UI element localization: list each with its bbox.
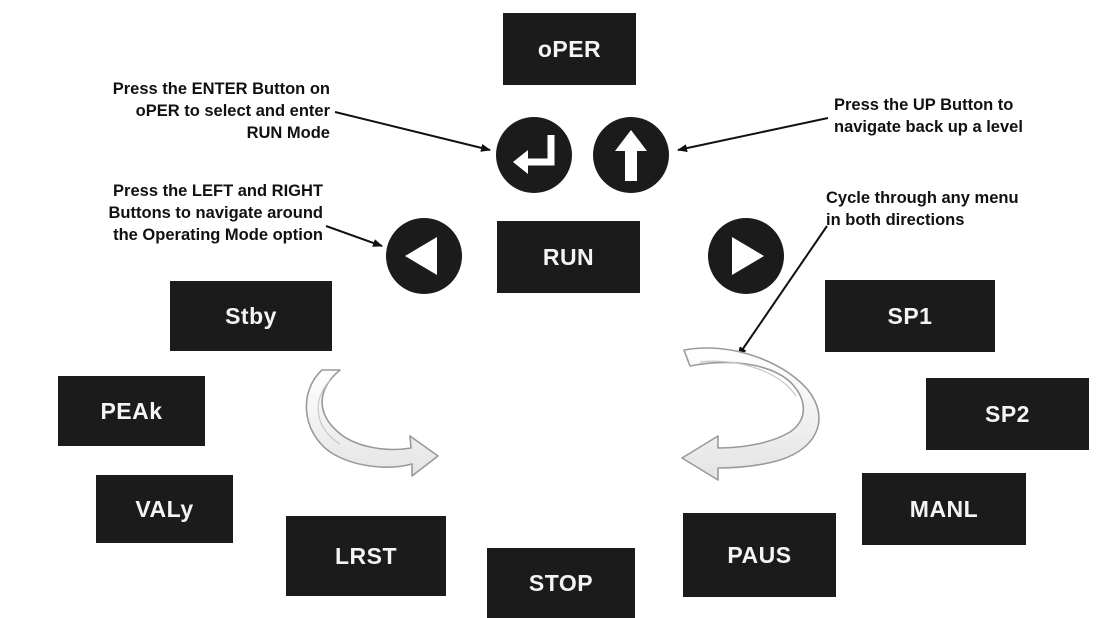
- enter-annotation: Press the ENTER Button on oPER to select…: [0, 78, 330, 144]
- left-right-annotation: Press the LEFT and RIGHT Buttons to navi…: [0, 180, 324, 246]
- enter-icon[interactable]: [496, 117, 572, 193]
- left-right-annotation-line: Buttons to navigate around: [108, 204, 324, 222]
- mode-oper: oPER: [503, 13, 636, 85]
- cycle-pointer-line: [737, 225, 828, 357]
- mode-manl: MANL: [862, 473, 1026, 545]
- mode-paus: PAUS: [683, 513, 836, 597]
- enter-annotation-line: RUN Mode: [246, 124, 330, 142]
- mode-lrst: LRST: [286, 516, 446, 596]
- cycle-arrow-left-icon: [305, 369, 439, 477]
- cycle-annotation-line: in both directions: [826, 211, 965, 229]
- mode-sp2: SP2: [926, 378, 1089, 450]
- enter-annotation-line: Press the ENTER Button on: [112, 80, 330, 98]
- cycle-arrow-right-icon: [681, 347, 820, 481]
- left-right-annotation-line: the Operating Mode option: [113, 226, 323, 244]
- left-arrow-icon[interactable]: [386, 218, 462, 294]
- mode-paus-label: PAUS: [727, 541, 792, 568]
- enter-annotation-line: oPER to select and enter: [135, 102, 330, 120]
- mode-stop: STOP: [487, 548, 635, 618]
- mode-sp1: SP1: [825, 280, 995, 352]
- mode-valy-label: VALy: [135, 495, 194, 522]
- mode-run-label: RUN: [542, 243, 595, 270]
- up-arrow-icon[interactable]: [593, 117, 669, 193]
- up-annotation: Press the UP Button to navigate back up …: [834, 94, 1120, 138]
- mode-stop-label: STOP: [528, 569, 594, 596]
- left-right-annotation-line: Press the LEFT and RIGHT: [113, 182, 323, 200]
- mode-stby: Stby: [170, 281, 332, 351]
- up-annotation-line: Press the UP Button to: [834, 96, 1014, 114]
- mode-manl-label: MANL: [909, 495, 979, 522]
- mode-oper-label: oPER: [537, 35, 602, 62]
- mode-peak-label: PEAk: [100, 397, 163, 424]
- mode-run: RUN: [497, 221, 640, 293]
- mode-valy: VALy: [96, 475, 233, 543]
- enter-pointer-line: [334, 111, 491, 152]
- mode-peak: PEAk: [58, 376, 205, 446]
- left-right-pointer-line: [325, 225, 383, 247]
- up-pointer-line: [677, 117, 829, 153]
- cycle-annotation: Cycle through any menu in both direction…: [826, 187, 1116, 231]
- cycle-annotation-line: Cycle through any menu: [826, 189, 1019, 207]
- mode-sp1-label: SP1: [887, 302, 933, 329]
- right-arrow-icon[interactable]: [708, 218, 784, 294]
- mode-lrst-label: LRST: [334, 542, 398, 569]
- mode-sp2-label: SP2: [985, 400, 1030, 427]
- up-annotation-line: navigate back up a level: [834, 118, 1023, 136]
- mode-stby-label: Stby: [225, 302, 277, 329]
